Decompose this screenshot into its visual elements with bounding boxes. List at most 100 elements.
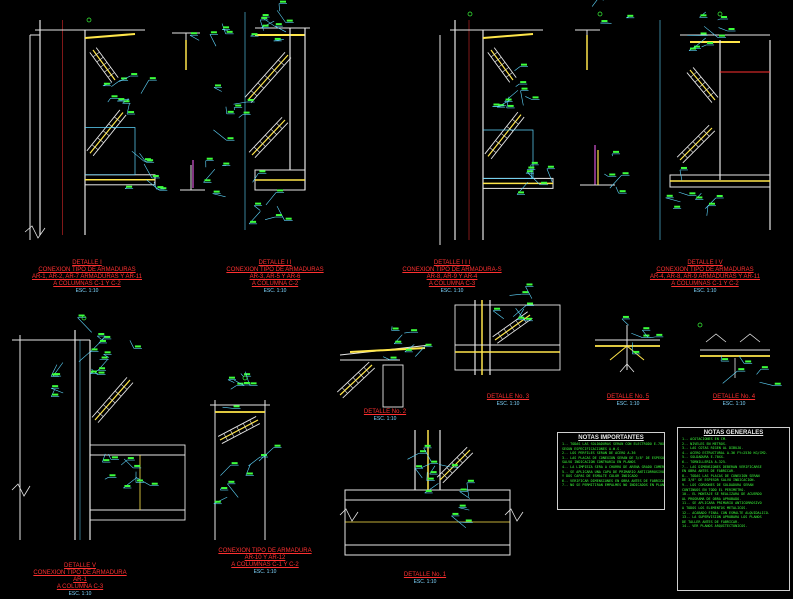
dimension-text	[452, 512, 459, 515]
caption-line: CONEXION TIPO DE ARMADURA-S	[402, 267, 502, 273]
dimension-text	[395, 340, 402, 343]
weld-mark	[494, 56, 502, 63]
weld-mark	[703, 130, 710, 137]
dimension-leader	[678, 191, 689, 196]
note-line: SEGUN ESPECIFICACIONES A.W.S.	[562, 446, 622, 451]
dimension-leader	[153, 181, 157, 190]
dimension-text	[111, 456, 118, 459]
weld-mark	[102, 130, 110, 137]
dimension-leader	[274, 25, 287, 33]
truss-diagonal	[248, 116, 283, 153]
caption-detalle-no-4: DETALLE No. 4 ESC. 1:10	[694, 394, 774, 408]
dimension-text	[111, 95, 118, 98]
note-line: 2.- NIVELES EN METROS.	[682, 441, 727, 446]
dimension-text	[213, 190, 220, 193]
caption-title: DETALLE No. 5	[606, 394, 650, 400]
dimension-text	[144, 158, 151, 161]
dimension-leader	[459, 491, 470, 499]
dimension-text	[233, 405, 240, 408]
dimension-text	[136, 479, 143, 482]
note-line: 6.- VERIFICAR DIMENSIONES EN OBRA ANTES …	[562, 478, 664, 483]
note-line: 11.- SE APLICARA PRIMARIO ANTICORROSIVO	[682, 501, 762, 506]
caption-line: AR-8, AR-9 Y AR-4	[426, 274, 478, 280]
dimension-text	[280, 0, 287, 3]
dimension-leader	[383, 356, 390, 360]
caption-detalle-1: DETALLE I CONEXION TIPO DE ARMADURAS AR-…	[12, 260, 162, 295]
dimension-leader	[611, 153, 613, 157]
weld-mark	[363, 366, 370, 374]
dimension-text	[493, 103, 500, 106]
weld-mark	[500, 133, 508, 139]
dimension-text	[226, 30, 233, 33]
dimension-text	[160, 187, 167, 190]
dimension-text	[518, 316, 525, 319]
beam-section	[89, 444, 186, 521]
dimension-text	[505, 98, 512, 101]
caption-detalle-no-2: DETALLE No. 2 ESC. 1:10	[345, 409, 425, 423]
dimension-leader	[77, 317, 92, 333]
dimension-leader	[679, 169, 683, 181]
dimension-text	[261, 454, 268, 457]
dimension-text	[251, 33, 258, 36]
note-line: CONTINUOS EN TODO EL PERIMETRO.	[682, 487, 746, 492]
weld-mark	[236, 426, 241, 434]
note-line: SALVO INDICACION CONTRARIA EN PLANOS	[562, 460, 636, 465]
weld-mark	[108, 397, 116, 404]
dimension-text	[134, 464, 141, 467]
dimension-text	[609, 173, 616, 176]
dimension-leader	[451, 515, 467, 529]
note-line: 1.- ACOTACIONES EN CM.	[682, 437, 727, 441]
dimension-text	[190, 32, 197, 35]
dimension-leader	[225, 106, 228, 114]
dimension-text	[259, 170, 266, 173]
dimension-text	[700, 14, 707, 17]
dimension-leader	[642, 330, 649, 338]
weld-mark	[100, 62, 108, 68]
dimension-leader	[609, 175, 622, 189]
dimension-leader	[253, 205, 261, 211]
dimension-text	[547, 165, 554, 168]
caption-line: A COLUMNAS C-1 Y C-2	[231, 562, 299, 568]
weld-mark	[512, 118, 519, 125]
grid-bubble	[242, 375, 248, 381]
dimension-text	[243, 381, 250, 384]
dimension-text	[411, 329, 418, 332]
truss-diagonal	[91, 377, 128, 418]
note-line: 13.- LA SUPERVISION APROBARA LOS PLANOS	[682, 515, 762, 520]
caption-line: AR-3, AR-5 Y AR-6	[249, 274, 301, 280]
dimension-leader	[245, 464, 251, 476]
caption-line: CONEXION TIPO DE ARMADURAS	[226, 267, 324, 273]
notas-importantes-title: NOTAS IMPORTANTES	[578, 435, 644, 441]
dimension-leader	[276, 206, 285, 221]
dimension-leader	[222, 406, 233, 409]
top-chord	[84, 33, 136, 39]
dimension-leader	[665, 197, 681, 203]
dimension-text	[104, 351, 111, 354]
break-line	[24, 225, 46, 239]
note-line: Y DOS CAPAS DE ESMALTE COLOR INDICADO	[562, 474, 638, 479]
caption-line: CONEXION TIPO DE ARMADURA	[33, 570, 127, 576]
weld-mark	[265, 134, 272, 141]
dimension-text	[99, 339, 106, 342]
dimension-text	[520, 63, 527, 66]
truss-diagonal	[336, 361, 370, 393]
weld-mark	[698, 135, 705, 142]
angle-pair	[609, 345, 645, 361]
caption-detalle-no-3: DETALLE No. 3 ESC. 1:10	[468, 394, 548, 408]
dimension-text	[275, 214, 282, 217]
dimension-text	[131, 73, 138, 76]
dimension-leader	[722, 370, 738, 384]
dimension-leader	[131, 150, 145, 162]
dimension-leader	[258, 447, 274, 462]
weld-mark	[690, 71, 698, 78]
dimension-leader	[515, 83, 520, 87]
dimension-leader	[420, 463, 431, 469]
dimension-leader	[466, 482, 469, 497]
note-line: 2.- LOS PERFILES SERAN DE ACERO A-36	[562, 451, 636, 456]
weld-mark	[97, 411, 104, 417]
dimension-leader	[756, 368, 762, 375]
dimension-leader	[759, 381, 774, 387]
dimension-text	[126, 185, 133, 188]
dimension-text	[151, 482, 158, 485]
